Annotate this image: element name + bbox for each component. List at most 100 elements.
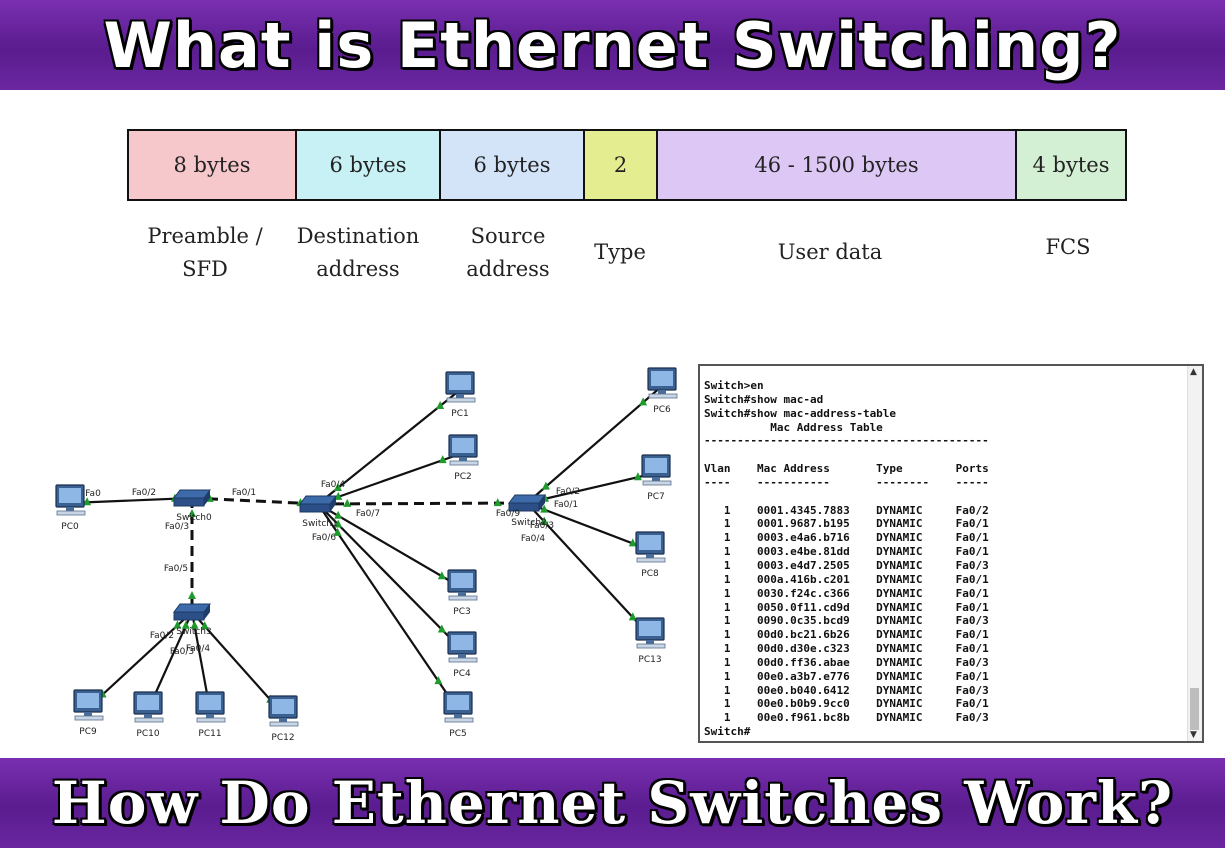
network-link — [526, 471, 657, 505]
terminal-line — [704, 448, 989, 462]
terminal-line: Mac Address Table — [704, 420, 883, 434]
terminal-line: 1 0030.f24c.c366 DYNAMIC Fa0/1 — [704, 586, 989, 600]
field-label-type: Type — [580, 236, 660, 269]
link-status-icon — [628, 612, 637, 621]
pc-icon[interactable] — [268, 695, 299, 727]
pc-label: PC4 — [453, 669, 471, 679]
footer-banner: How Do Ethernet Switches Work? — [0, 758, 1225, 848]
terminal-line: Vlan Mac Address Type Ports — [704, 462, 989, 476]
terminal-line: ---- ----------- -------- ----- — [704, 475, 989, 489]
scroll-thumb[interactable] — [1190, 688, 1199, 730]
switch-label: Switch0 — [176, 513, 212, 523]
pc-label: PC5 — [449, 729, 466, 739]
field-size: 46 - 1500 bytes — [754, 153, 919, 177]
port-label: Fa0/5 — [164, 564, 188, 574]
network-link — [317, 389, 461, 505]
port-label: Fa0/3 — [530, 521, 554, 531]
pc-label: PC2 — [454, 472, 471, 482]
pc-icon[interactable] — [195, 691, 226, 723]
pc-icon[interactable] — [73, 689, 104, 721]
pc-icon[interactable] — [443, 691, 474, 723]
link-status-icon — [434, 676, 443, 685]
switch-icon[interactable] — [299, 495, 337, 513]
frame-field-type: 2 — [585, 131, 658, 199]
pc-label: PC9 — [79, 727, 97, 737]
pc-icon[interactable] — [641, 454, 672, 486]
network-link — [191, 496, 319, 506]
field-label-source: Source address — [443, 220, 573, 286]
pc-label: PC12 — [271, 733, 294, 743]
terminal-line: Switch# — [704, 725, 751, 739]
port-label: Fa0/4 — [521, 534, 546, 544]
terminal-line: ----------------------------------------… — [704, 434, 989, 448]
terminal-line: 1 0003.e4d7.2505 DYNAMIC Fa0/3 — [704, 558, 989, 572]
switch-icon[interactable] — [173, 489, 211, 507]
scroll-down-icon[interactable]: ▼ — [1190, 730, 1197, 740]
field-label-line: User data — [777, 240, 883, 264]
link-status-icon — [333, 527, 342, 536]
pc-label: PC3 — [453, 607, 470, 617]
field-label-fcs: FCS — [1018, 231, 1118, 264]
header-banner: What is Ethernet Switching? — [0, 0, 1225, 90]
network-link — [526, 385, 663, 504]
network-link — [317, 503, 459, 711]
field-label-line: address — [466, 257, 550, 281]
pc-icon[interactable] — [647, 367, 678, 399]
port-label: Fa0/9 — [496, 509, 521, 519]
pc-icon[interactable] — [635, 531, 666, 563]
network-link — [526, 501, 651, 552]
port-label: Fa0/7 — [356, 509, 380, 519]
port-label: Fa0/1 — [232, 488, 256, 498]
terminal-line: 1 0090.0c35.bcd9 DYNAMIC Fa0/3 — [704, 614, 989, 628]
network-link — [317, 501, 528, 506]
link-status-icon — [493, 498, 502, 507]
field-label-user-data: User data — [765, 236, 895, 269]
network-link — [317, 503, 463, 651]
link-status-icon — [188, 508, 196, 517]
port-label: Fa0/1 — [554, 500, 578, 510]
terminal-line: 1 0003.e4a6.b716 DYNAMIC Fa0/1 — [704, 531, 989, 545]
field-label-line: Source — [470, 224, 546, 248]
field-size: 6 bytes — [329, 153, 407, 177]
link-status-icon — [200, 621, 209, 630]
field-label-line: address — [316, 257, 400, 281]
pc-icon[interactable] — [55, 484, 86, 516]
pc-icon[interactable] — [448, 434, 479, 466]
switch-label: Switch2 — [511, 518, 546, 528]
pc-label: PC7 — [647, 492, 664, 502]
pc-icon[interactable] — [445, 371, 476, 403]
pc-icon[interactable] — [133, 691, 164, 723]
switch-label: Switch1 — [302, 519, 337, 529]
pc-icon[interactable] — [447, 631, 478, 663]
switch-icon[interactable] — [508, 494, 546, 512]
switch-label: Switch3 — [176, 627, 211, 637]
pc-icon[interactable] — [635, 617, 666, 649]
terminal-line: 1 0001.9687.b195 DYNAMIC Fa0/1 — [704, 517, 989, 531]
pc-label: PC0 — [61, 522, 79, 532]
pc-label: PC13 — [638, 655, 661, 665]
network-link — [317, 503, 463, 589]
scroll-up-icon[interactable]: ▲ — [1190, 367, 1197, 377]
terminal-line: 1 000a.416b.c201 DYNAMIC Fa0/1 — [704, 572, 989, 586]
link-status-icon — [173, 620, 182, 629]
link-status-icon — [437, 624, 446, 633]
terminal-line: 1 00e0.f961.bc8b DYNAMIC Fa0/3 — [704, 711, 989, 725]
field-label-line: Destination — [296, 224, 420, 248]
link-status-icon — [436, 400, 445, 409]
field-label-line: FCS — [1045, 235, 1091, 259]
terminal-line: 1 00d0.d30e.c323 DYNAMIC Fa0/1 — [704, 642, 989, 656]
switch-icon[interactable] — [173, 603, 211, 621]
pc-icon[interactable] — [447, 569, 478, 601]
terminal-scrollbar[interactable]: ▲ ▼ — [1187, 366, 1202, 741]
link-status-icon — [541, 481, 550, 490]
network-link — [317, 451, 464, 506]
terminal-line: 1 00d0.bc21.6b26 DYNAMIC Fa0/1 — [704, 628, 989, 642]
link-status-icon — [190, 620, 199, 629]
link-status-icon — [334, 519, 343, 528]
frame-field-user-data: 46 - 1500 bytes — [658, 131, 1017, 199]
frame-field-preamble: 8 bytes — [129, 131, 297, 199]
frame-field-source: 6 bytes — [441, 131, 585, 199]
